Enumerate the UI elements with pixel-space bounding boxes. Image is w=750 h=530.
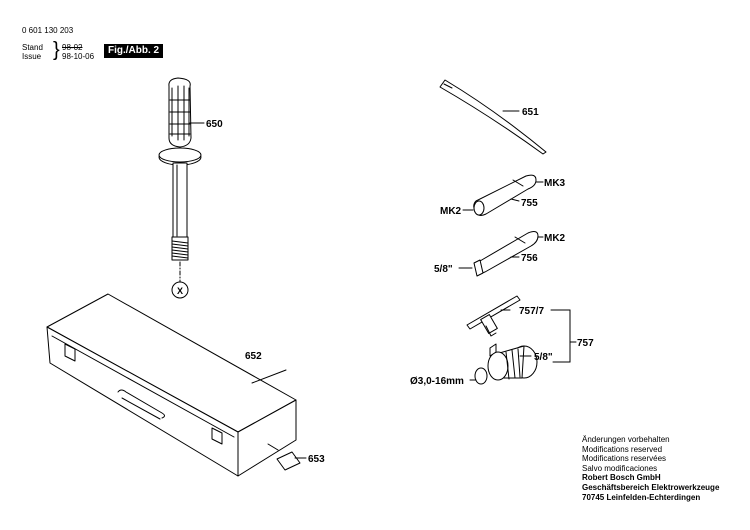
issue-label: Issue	[22, 52, 42, 61]
label-757: 757	[577, 338, 594, 349]
stand-value: 98-02	[62, 43, 83, 52]
brace-glyph: }	[53, 39, 60, 61]
company-address: 70745 Leinfelden-Echterdingen	[582, 492, 701, 502]
taper-adapter-755	[462, 174, 544, 216]
label-5-8-a: 5/8"	[434, 264, 453, 275]
label-mk2-a: MK2	[440, 206, 462, 217]
drift-wedge-651	[439, 79, 547, 155]
notice-line-de: Änderungen vorbehalten	[582, 435, 670, 444]
taper-adapter-756	[458, 231, 544, 277]
label-x: X	[177, 286, 183, 296]
drill-chuck-757	[469, 343, 538, 385]
assembly-bracket-757	[550, 309, 577, 363]
label-diameter-range: Ø3,0-16mm	[410, 376, 464, 387]
company-name: Robert Bosch GmbH	[582, 473, 661, 483]
notice-line-fr: Modifications reservées	[582, 454, 667, 464]
label-757-7: 757/7	[519, 306, 544, 317]
label-650: 650	[206, 119, 223, 130]
figure-badge: Fig./Abb. 2	[104, 44, 164, 58]
label-plate-653	[276, 451, 307, 471]
notice-line-en: Modifications reserved	[582, 444, 663, 454]
company-division: Geschäftsbereich Elektrowerkzeuge	[582, 482, 720, 492]
carrying-case-652	[46, 293, 297, 477]
label-mk3: MK3	[544, 178, 566, 189]
notice-line-es: Salvo modificaciones	[582, 463, 658, 473]
label-653: 653	[308, 454, 325, 465]
issue-value: 98-10-06	[62, 52, 95, 61]
label-651: 651	[522, 107, 539, 118]
auxiliary-handle-650	[158, 77, 205, 299]
stand-label: Stand	[22, 43, 43, 52]
document-number: 0 601 130 203	[22, 26, 74, 35]
label-mk2-b: MK2	[544, 233, 566, 244]
label-652: 652	[245, 351, 262, 362]
label-5-8-b: 5/8"	[534, 352, 553, 363]
label-756: 756	[521, 253, 538, 264]
legal-notice: Änderungen vorbehalten Modifications res…	[582, 435, 719, 502]
label-755: 755	[521, 198, 538, 209]
chuck-key-757-7	[466, 295, 521, 337]
